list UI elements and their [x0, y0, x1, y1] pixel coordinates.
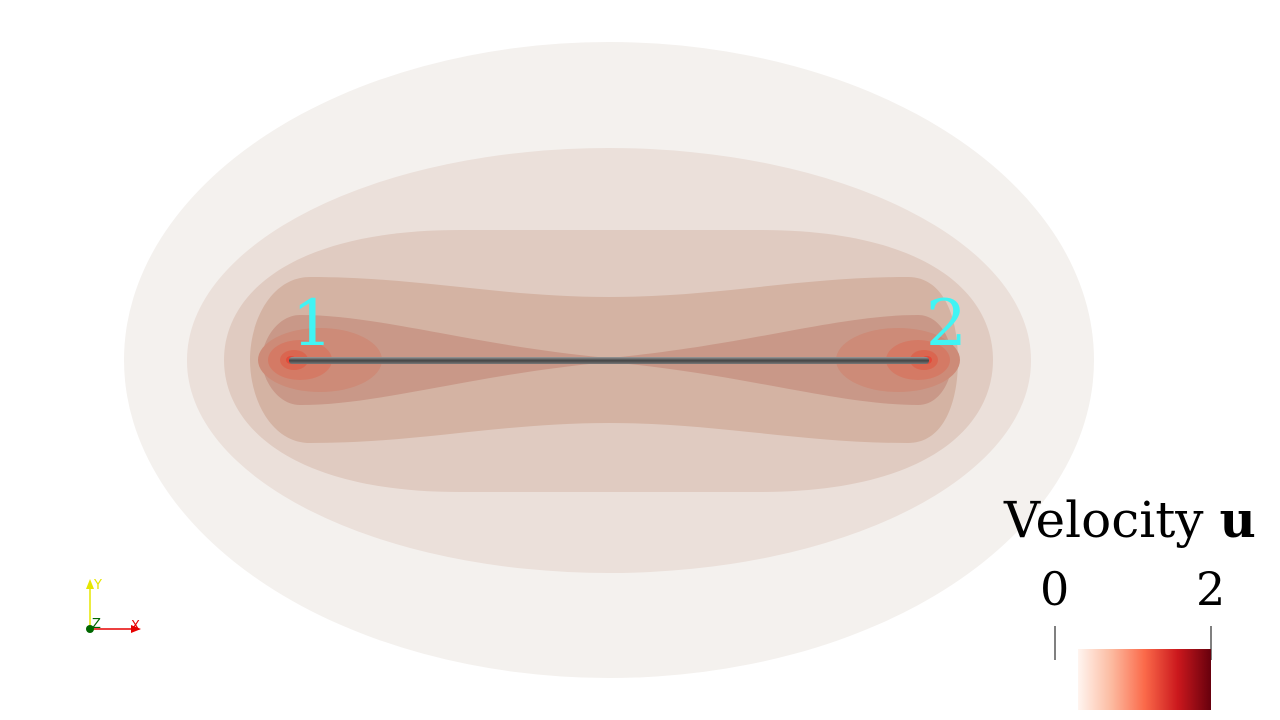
y-axis-label: Y: [93, 578, 102, 593]
legend-colorbar: [1078, 649, 1211, 710]
z-axis-label: Z: [92, 617, 101, 632]
legend-title-prefix: Velocity: [1004, 491, 1220, 549]
rod-filament: [289, 357, 929, 364]
x-axis-arrowhead: [131, 625, 141, 633]
endpoint-label-1: 1: [292, 287, 333, 361]
endpoint-label-2: 2: [926, 287, 967, 361]
legend-tick-label-max: 2: [1196, 562, 1226, 616]
legend-tick-label-min: 0: [1040, 562, 1070, 616]
legend-title-symbol: u: [1219, 490, 1256, 549]
z-axis-dot: [86, 625, 94, 633]
legend-title: Velocity u: [1004, 490, 1256, 550]
x-axis-label: X: [131, 619, 140, 634]
orientation-axes-triad: Y X Z: [86, 578, 141, 634]
y-axis-arrowhead: [86, 579, 94, 589]
